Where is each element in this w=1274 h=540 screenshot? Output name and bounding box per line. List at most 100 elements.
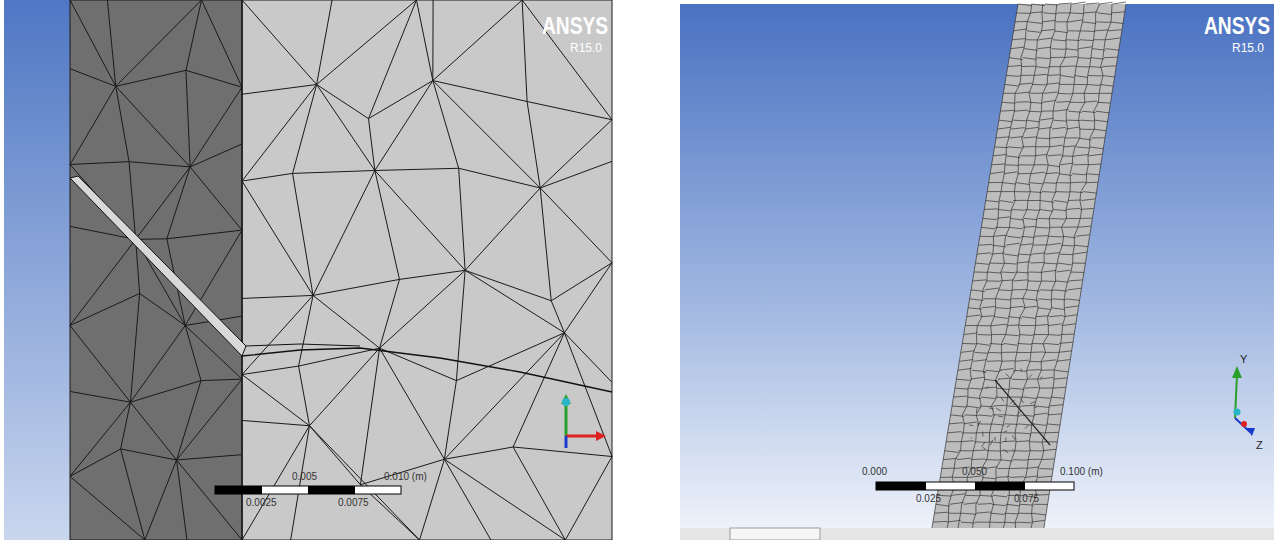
mesh-edge — [1031, 172, 1045, 174]
mesh-edge — [130, 381, 201, 403]
mesh-edge — [1009, 397, 1023, 398]
mesh-edge — [1009, 218, 1011, 227]
mesh-edge — [465, 270, 551, 300]
mesh-edge — [994, 308, 995, 317]
mesh-edge — [70, 449, 121, 476]
mesh-edge — [1086, 84, 1100, 85]
mesh-edge — [982, 379, 984, 388]
mesh-edge — [966, 406, 980, 408]
mesh-edge — [1041, 4, 1043, 13]
mesh-edge — [1038, 47, 1052, 48]
mesh-edge — [982, 447, 985, 450]
mesh-edge — [1012, 289, 1026, 290]
mesh-edge — [1008, 147, 1022, 148]
mesh-edge — [1086, 174, 1100, 175]
mesh-edge — [953, 396, 967, 398]
mesh-edge — [1097, 102, 1111, 104]
mesh-edge — [1052, 281, 1056, 290]
mesh-edge — [1067, 288, 1081, 290]
mesh-edge — [551, 263, 612, 301]
mesh-edge — [963, 424, 964, 433]
mesh-edge — [551, 301, 564, 333]
mesh-edge — [136, 167, 190, 239]
mesh-edge — [416, 0, 432, 81]
mesh-edge — [999, 120, 1013, 122]
mesh-edge — [1048, 155, 1062, 156]
mesh-edge — [973, 513, 976, 522]
mesh-edge — [1018, 83, 1032, 84]
mesh-edge — [1050, 49, 1052, 58]
mesh-edge — [960, 504, 962, 513]
mesh-edge — [1095, 13, 1096, 22]
mesh-edge — [1014, 450, 1028, 452]
mesh-edge — [1099, 84, 1101, 93]
mesh-edge — [1053, 40, 1067, 41]
mesh-edge — [1036, 129, 1038, 138]
mesh-edge — [1077, 40, 1078, 49]
mesh-edge — [1055, 183, 1057, 192]
light-face — [242, 0, 612, 540]
mesh-edge — [1084, 93, 1086, 102]
mesh-edge — [951, 494, 965, 496]
mesh-edge — [1052, 387, 1066, 389]
mesh-edge — [432, 0, 433, 81]
mesh-edge — [1000, 451, 1002, 460]
mesh-edge — [1000, 370, 1001, 371]
mesh-edge — [1091, 137, 1105, 138]
mesh-edge — [1052, 388, 1054, 397]
mesh-edge — [1006, 147, 1007, 156]
dark-face — [70, 0, 242, 540]
mesh-edge — [1047, 75, 1049, 84]
mesh-edge — [380, 270, 466, 348]
mesh-edge — [1060, 334, 1074, 335]
mesh-edge — [993, 236, 994, 245]
mesh-edge — [1037, 379, 1039, 388]
mesh-edge — [1008, 469, 1009, 478]
mesh-edge — [967, 315, 981, 317]
mesh-edge — [1017, 433, 1031, 434]
mesh-edge — [1087, 75, 1088, 84]
mesh-edge — [1034, 325, 1048, 326]
mesh-edge — [991, 335, 992, 344]
mesh-edge — [129, 162, 190, 167]
mesh-edge — [986, 201, 1000, 202]
mesh-edge — [1045, 343, 1059, 344]
mesh-edge — [1024, 379, 1028, 388]
mesh-edge — [1066, 209, 1068, 218]
mesh-edge — [956, 379, 970, 380]
mesh-edge — [1080, 39, 1094, 41]
mesh-edge — [1040, 192, 1041, 201]
mesh-edge — [1039, 468, 1053, 470]
mesh-edge — [1098, 93, 1100, 102]
mesh-edge — [1064, 226, 1078, 227]
mesh-edge — [1029, 183, 1030, 192]
mesh-edge — [1055, 370, 1069, 372]
mesh-edge — [1077, 49, 1078, 58]
mesh-edge — [1043, 182, 1057, 184]
mesh-edge — [981, 227, 995, 228]
mesh-edge — [983, 209, 984, 218]
mesh-edge — [1001, 263, 1005, 272]
mesh-edge — [1002, 352, 1016, 353]
mesh-edge — [1013, 404, 1015, 405]
mesh-edge — [1068, 30, 1082, 31]
mesh-edge — [1012, 209, 1026, 211]
mesh-edge — [313, 171, 375, 296]
mesh-edge — [107, 0, 115, 86]
mesh-edge — [983, 218, 997, 219]
mesh-edge — [945, 442, 946, 451]
mesh-edge — [1099, 165, 1100, 174]
mesh-edge — [1094, 120, 1108, 122]
mesh-edge — [1079, 120, 1080, 129]
mesh-edge — [1017, 92, 1031, 93]
mesh-edge — [1084, 263, 1085, 272]
mesh-edge — [70, 164, 71, 226]
mesh-edge — [1014, 29, 1028, 31]
mesh-edge — [70, 391, 71, 476]
mesh-edge — [990, 165, 991, 174]
mesh-edge — [991, 440, 993, 445]
mesh-edge — [992, 495, 994, 504]
mesh-edge — [1003, 254, 1004, 263]
mesh-edge — [993, 495, 1007, 497]
mesh-edge — [1056, 360, 1070, 362]
